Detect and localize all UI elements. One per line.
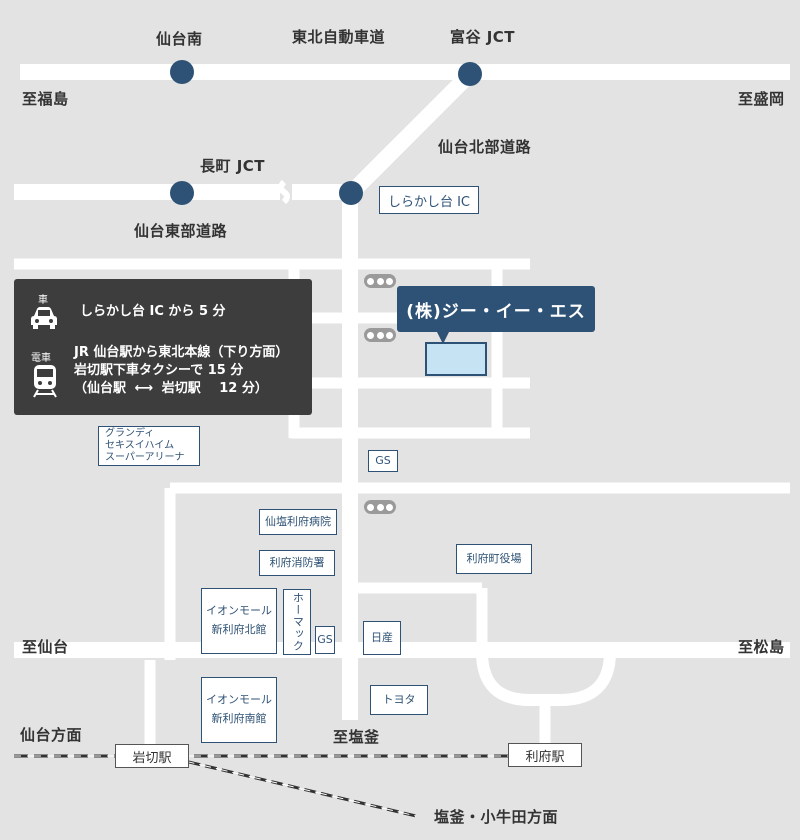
rifu-station-box: 利府駅 xyxy=(508,743,582,767)
grandi-line-1: グランディ xyxy=(105,428,155,439)
train-time: 12 分） xyxy=(219,381,268,396)
sendai-direction-label: 仙台方面 xyxy=(20,726,83,744)
nissan-box: 日産 xyxy=(363,621,401,655)
arrow-icon: ⟷ xyxy=(134,381,154,396)
traffic-signal-icon xyxy=(364,328,396,342)
gs-south-box: GS xyxy=(315,626,335,654)
sendai-north-road-label: 仙台北部道路 xyxy=(438,138,532,156)
jct-connector xyxy=(278,179,290,205)
train-to: 岩切駅 xyxy=(161,381,201,396)
aeon-north-line-2: 新利府北館 xyxy=(211,623,267,636)
homac-box: ホーマック xyxy=(283,589,311,655)
car-access-text: しらかし台 IC から 5 分 xyxy=(80,304,226,319)
access-info-panel: 車 しらかし台 IC から 5 分 電車 JR 仙台駅から東北本線（下り方面） … xyxy=(14,279,312,415)
iwakiri-station-box: 岩切駅 xyxy=(115,744,189,768)
to-matsushima-label: 至松島 xyxy=(738,638,785,656)
callout-pointer xyxy=(437,332,449,344)
sendai-north-road-diagonal xyxy=(344,68,476,200)
shirakashidai-ic-label: しらかし台 IC xyxy=(379,186,479,214)
railway-branch-white xyxy=(171,757,417,817)
train-from: （仙台駅 xyxy=(74,381,127,396)
aeon-south-line-1: イオンモール xyxy=(206,693,272,707)
shiogama-kogota-direction-label: 塩釜・小牛田方面 xyxy=(434,808,559,826)
train-line-2: 岩切駅下車タクシーで 15 分 xyxy=(74,363,244,378)
car-title: 車 xyxy=(38,295,48,306)
tomiya-jct-marker xyxy=(458,62,482,86)
hospital-box: 仙塩利府病院 xyxy=(259,509,337,535)
aeon-north-line-1: イオンモール xyxy=(206,604,272,618)
toyota-box: トヨタ xyxy=(370,685,428,715)
nagamachi-jct-marker xyxy=(170,181,194,205)
tomiya-jct-label: 富谷 JCT xyxy=(450,28,516,46)
train-line-3: （仙台駅 ⟷ 岩切駅 12 分） xyxy=(74,381,268,397)
gs-north-box: GS xyxy=(368,450,398,472)
town-office-box: 利府町役場 xyxy=(456,544,532,574)
destination-callout: (株)ジー・イー・エス xyxy=(397,286,595,332)
fire-station-box: 利府消防署 xyxy=(259,550,335,576)
train-icon xyxy=(33,365,57,398)
sendai-minami-label: 仙台南 xyxy=(156,30,203,48)
train-line-1: JR 仙台駅から東北本線（下り方面） xyxy=(74,345,289,360)
grandi-arena-box: グランディ セキスイハイム スーパーアリーナ xyxy=(98,426,200,466)
grandi-line-3: スーパーアリーナ xyxy=(105,452,185,463)
sendai-east-road-label: 仙台東部道路 xyxy=(134,222,228,240)
traffic-signal-icon xyxy=(364,500,396,514)
to-shiogama-label: 至塩釜 xyxy=(333,728,380,746)
to-morioka-label: 至盛岡 xyxy=(738,90,785,108)
traffic-signal-icon xyxy=(364,274,396,288)
nagamachi-jct-label: 長町 JCT xyxy=(200,157,266,175)
aeon-south-line-2: 新利府南館 xyxy=(211,712,267,725)
to-fukushima-label: 至福島 xyxy=(22,90,69,108)
sendai-minami-ic-marker xyxy=(170,60,194,84)
loop-road xyxy=(476,651,616,706)
train-title: 電車 xyxy=(31,353,51,364)
to-sendai-label: 至仙台 xyxy=(22,638,69,656)
car-icon xyxy=(31,307,57,329)
aeon-south-box: イオンモール 新利府南館 xyxy=(201,677,277,743)
destination-marker xyxy=(425,342,487,376)
shirakashidai-ic-marker xyxy=(339,181,363,205)
grandi-line-2: セキスイハイム xyxy=(105,440,175,451)
aeon-north-box: イオンモール 新利府北館 xyxy=(201,588,277,654)
tohoku-expressway-label: 東北自動車道 xyxy=(292,28,386,46)
